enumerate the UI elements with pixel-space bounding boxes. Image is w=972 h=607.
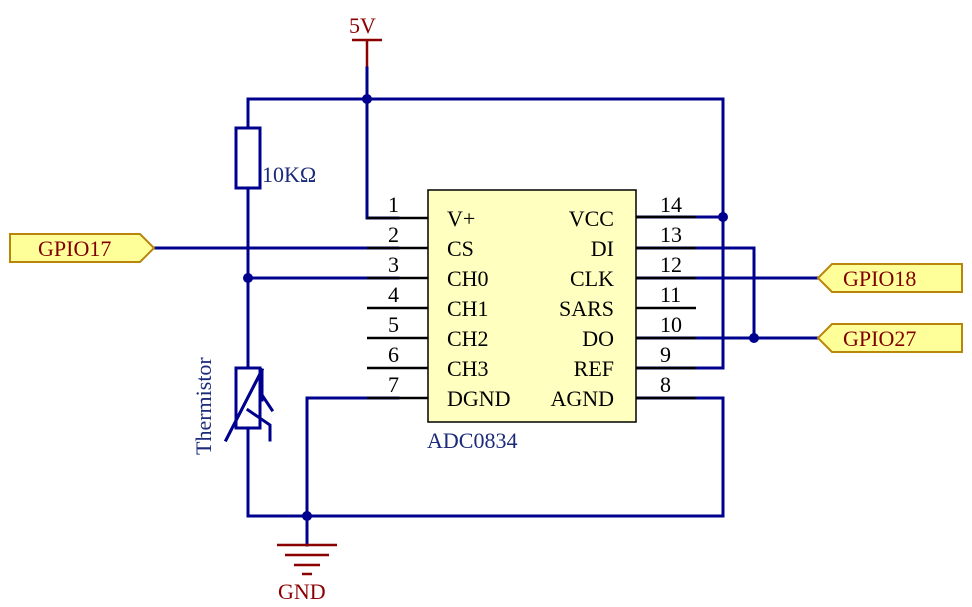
pin-number: 9 bbox=[660, 342, 671, 367]
resistor-label: 10KΩ bbox=[262, 162, 316, 187]
left-pins: 1 2 3 4 5 6 7 V+ CS CH0 CH1 CH2 CH3 DGND bbox=[367, 192, 511, 411]
junctions bbox=[243, 94, 759, 521]
pin-label: DI bbox=[591, 236, 614, 261]
port-gpio27-label: GPIO27 bbox=[843, 326, 916, 351]
vcc-symbol: 5V bbox=[349, 13, 382, 68]
pin-label: VCC bbox=[569, 206, 614, 231]
pin-number: 2 bbox=[388, 222, 399, 247]
thermistor-label: Thermistor bbox=[191, 357, 216, 455]
pin-number: 3 bbox=[388, 252, 399, 277]
pin-number: 11 bbox=[660, 282, 681, 307]
pin-number: 6 bbox=[388, 342, 399, 367]
pin-number: 10 bbox=[660, 312, 682, 337]
pin-number: 1 bbox=[388, 192, 399, 217]
pin-label: CLK bbox=[570, 266, 614, 291]
thermistor-tail bbox=[245, 407, 272, 442]
pin-number: 12 bbox=[660, 252, 682, 277]
junction-dot bbox=[749, 333, 759, 343]
port-gpio18-label: GPIO18 bbox=[843, 266, 916, 291]
pin-number: 5 bbox=[388, 312, 399, 337]
resistor-10k: 10KΩ bbox=[234, 126, 316, 190]
adc0834-chip: ADC0834 bbox=[427, 189, 637, 453]
pin-label: V+ bbox=[447, 206, 475, 231]
vcc-label: 5V bbox=[349, 13, 376, 38]
junction-dot bbox=[243, 273, 253, 283]
pin-label: DGND bbox=[447, 386, 511, 411]
pin-number: 14 bbox=[660, 192, 682, 217]
thermistor: Thermistor bbox=[191, 357, 275, 455]
port-gpio17-label: GPIO17 bbox=[38, 236, 111, 261]
pin-label: CH0 bbox=[447, 266, 489, 291]
port-gpio18: GPIO18 bbox=[816, 263, 963, 293]
pin-label: REF bbox=[574, 356, 614, 381]
pin-label: SARS bbox=[559, 296, 614, 321]
pin-number: 7 bbox=[388, 372, 399, 397]
wire-dgnd bbox=[305, 396, 400, 547]
pin-label: CH2 bbox=[447, 326, 489, 351]
gnd-label: GND bbox=[278, 579, 326, 604]
port-gpio17: GPIO17 bbox=[9, 233, 156, 263]
pin-label: DO bbox=[582, 326, 614, 351]
pin-number: 8 bbox=[660, 372, 671, 397]
gnd-symbol: GND bbox=[277, 543, 337, 604]
junction-dot bbox=[302, 511, 312, 521]
pin-number: 13 bbox=[660, 222, 682, 247]
junction-dot bbox=[362, 94, 372, 104]
right-pins: 14 13 12 11 10 9 8 VCC DI CLK SARS DO RE… bbox=[550, 192, 696, 411]
pin-number: 4 bbox=[388, 282, 399, 307]
pin-label: AGND bbox=[550, 386, 614, 411]
pin-label: CH3 bbox=[447, 356, 489, 381]
wire-di bbox=[634, 246, 756, 340]
chip-name: ADC0834 bbox=[427, 428, 517, 453]
pin-label: CS bbox=[447, 236, 474, 261]
pin-label: CH1 bbox=[447, 296, 489, 321]
port-gpio27: GPIO27 bbox=[816, 323, 963, 353]
junction-dot bbox=[718, 212, 728, 222]
